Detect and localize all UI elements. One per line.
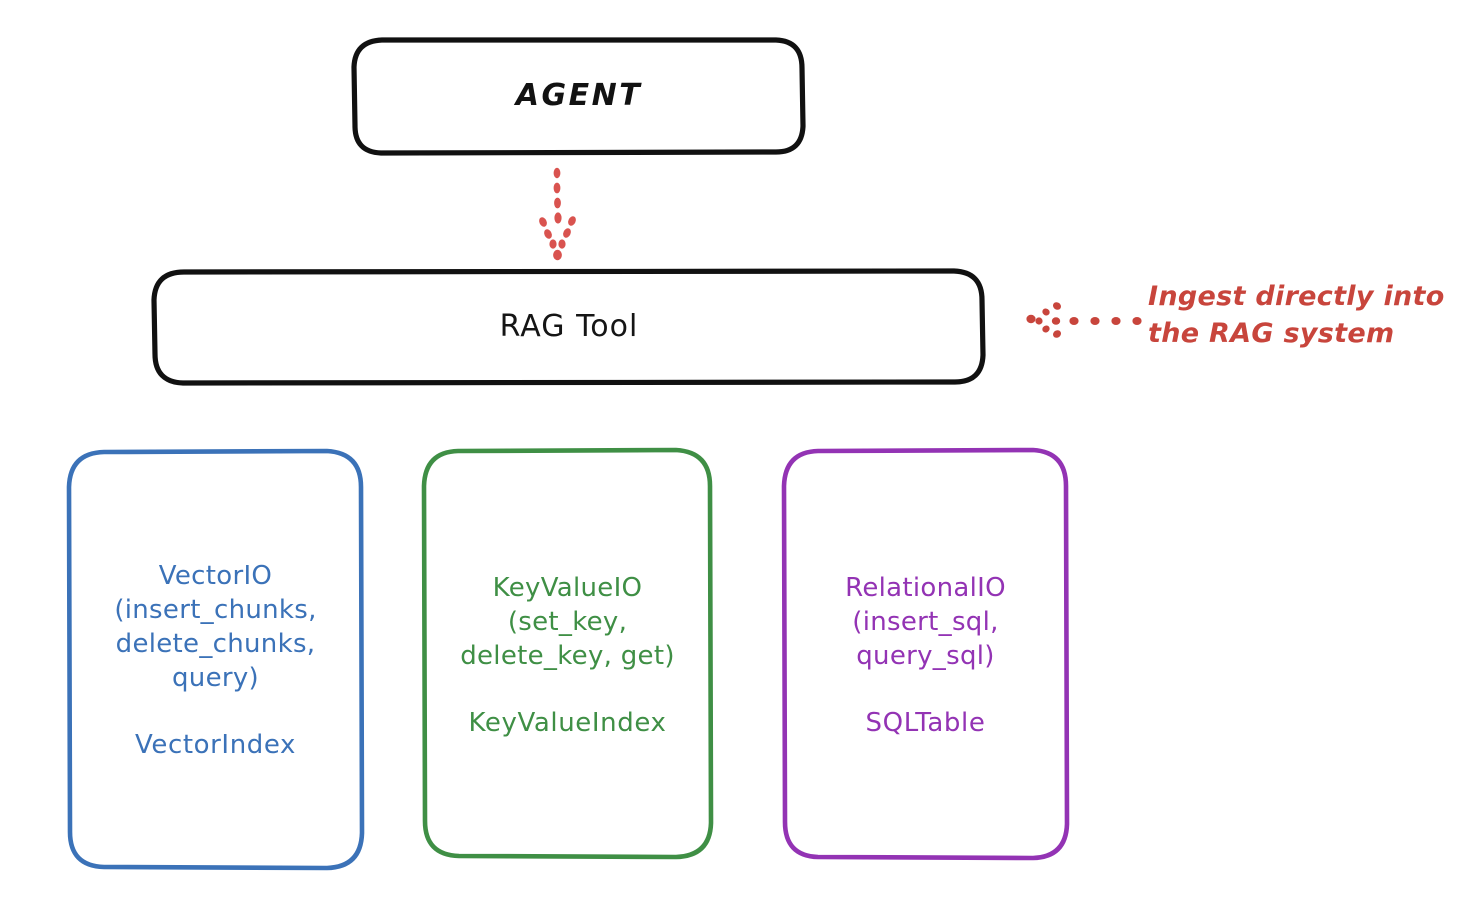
agent-node-label: AGENT — [515, 78, 643, 114]
vectorio-node[interactable]: VectorIO (insert_chunks, delete_chunks, … — [69, 450, 362, 870]
relationalio-node[interactable]: RelationalIO (insert_sql, query_sql) SQL… — [784, 450, 1067, 860]
keyvalueio-api-label: KeyValueIO (set_key, delete_key, get) — [460, 573, 675, 671]
agent-node[interactable]: AGENT — [354, 39, 804, 154]
relationalio-index-label: SQLTable — [865, 707, 986, 738]
keyvalueio-node[interactable]: KeyValueIO (set_key, delete_key, get) Ke… — [424, 450, 711, 860]
agent-to-rag-arrow — [539, 167, 576, 261]
ingest-arrow-icon — [1026, 302, 1142, 338]
vectorio-api-label: VectorIO (insert_chunks, delete_chunks, … — [114, 561, 317, 693]
vectorio-box-outline — [66, 448, 365, 871]
vectorio-index-label: VectorIndex — [134, 729, 297, 760]
ingest-annotation-text: Ingest directly into the RAG system — [1148, 281, 1445, 350]
rag-tool-node-label: RAG Tool — [499, 309, 639, 345]
keyvalueio-index-label: KeyValueIndex — [468, 707, 667, 738]
keyvalueio-box-outline — [421, 447, 714, 860]
relationalio-api-label: RelationalIO (insert_sql, query_sql) — [845, 573, 1006, 671]
relationalio-box-outline — [781, 447, 1070, 861]
rag-tool-node[interactable]: RAG Tool — [154, 271, 984, 384]
rag-tool-box-outline — [151, 268, 986, 386]
agent-box-outline — [351, 37, 806, 156]
